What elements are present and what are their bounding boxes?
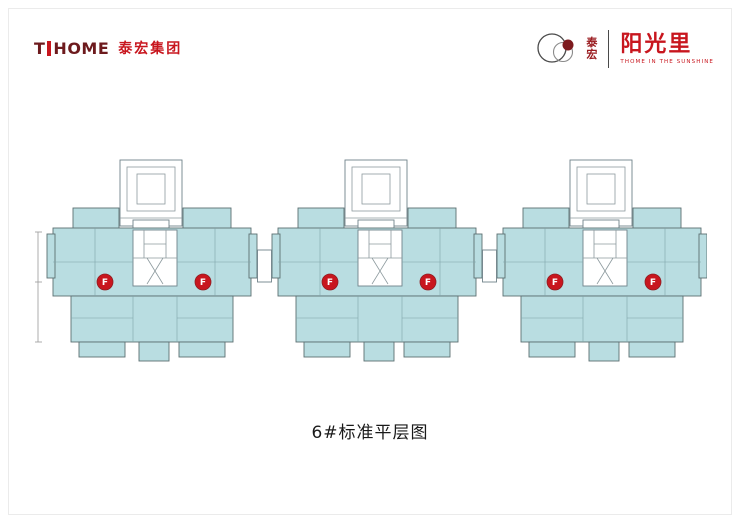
- project-name-block: 阳光里 THOME IN THE SUNSHINE: [620, 31, 714, 66]
- f-badge-label: F: [200, 278, 206, 288]
- brand-bar-icon: [47, 40, 52, 56]
- f-badge-label: F: [425, 278, 431, 288]
- f-badge-label: F: [102, 278, 108, 288]
- project-brand-char-2: 宏: [586, 48, 598, 61]
- logo-divider: [608, 30, 610, 68]
- f-badge: F: [546, 273, 564, 291]
- dimension-ticks: [35, 231, 42, 343]
- brand-letter-t: T: [34, 38, 46, 58]
- floor-plan-svg: F F F F F F: [35, 159, 708, 362]
- project-tagline: THOME IN THE SUNSHINE: [620, 59, 714, 66]
- rings-icon: [537, 33, 574, 63]
- f-badge: F: [419, 273, 437, 291]
- f-badge: F: [96, 273, 114, 291]
- project-name: 阳光里: [620, 31, 693, 57]
- plan-caption: 6#标准平层图: [311, 423, 429, 443]
- f-badge: F: [644, 273, 662, 291]
- unit-connector: [257, 249, 272, 283]
- building-unit-1: [46, 159, 258, 362]
- company-name: 泰宏集团: [118, 41, 183, 57]
- brand-word-home: HOME: [53, 38, 110, 58]
- project-logo: 泰 宏 阳光里 THOME IN THE SUNSHINE: [535, 26, 714, 72]
- f-badge-label: F: [327, 278, 333, 288]
- f-badge-label: F: [650, 278, 656, 288]
- f-badge-label: F: [552, 278, 558, 288]
- building-unit-3: [496, 159, 708, 362]
- unit-connector: [482, 249, 497, 283]
- f-badge: F: [194, 273, 212, 291]
- floor-plan: F F F F F F: [33, 158, 708, 377]
- building-unit-2: [271, 159, 483, 362]
- project-brand-char-1: 泰: [586, 36, 598, 50]
- corporate-logo: T HOME 泰宏集团: [34, 38, 182, 58]
- project-brand-stack: 泰 宏: [586, 37, 597, 60]
- f-badge: F: [321, 273, 339, 291]
